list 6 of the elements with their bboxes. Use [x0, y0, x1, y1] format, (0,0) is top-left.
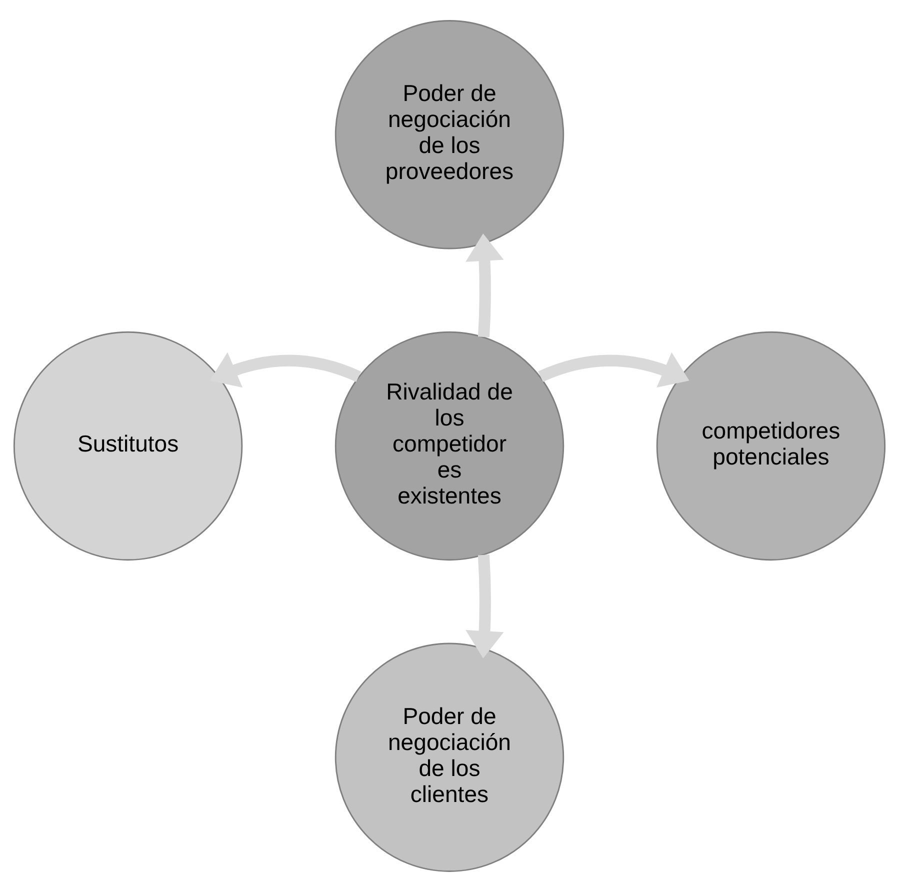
arrow: [466, 554, 504, 658]
arrow: [466, 234, 504, 338]
arrow: [538, 352, 690, 388]
node-circle: Poder de negociación de los clientes: [334, 642, 564, 872]
node-circle: Rivalidad de los competidor es existentes: [334, 331, 564, 561]
node-circle: Poder de negociación de los proveedores: [334, 20, 564, 250]
